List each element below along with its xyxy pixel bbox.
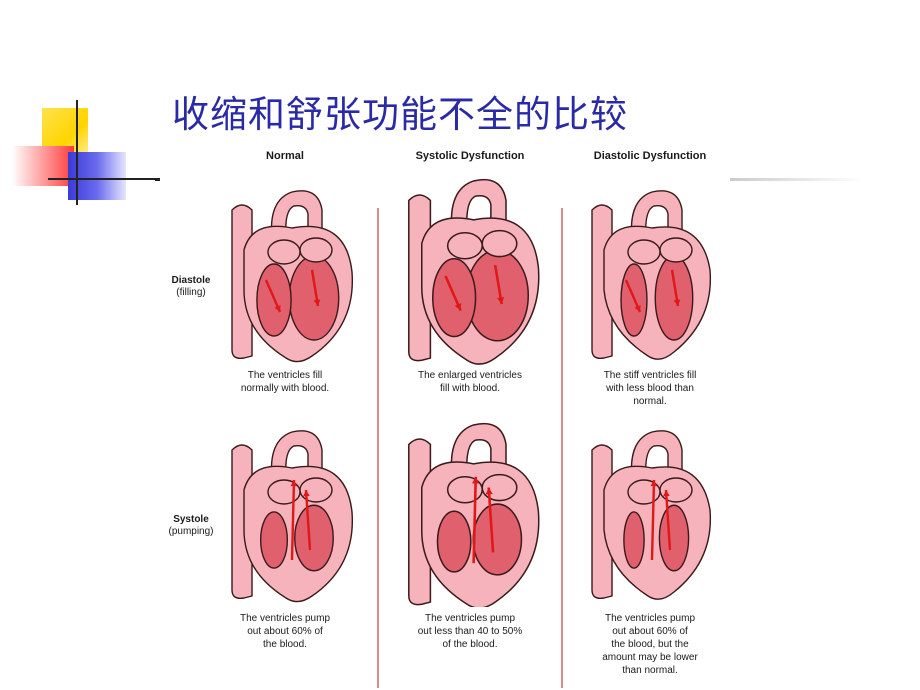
slide-title: 收缩和舒张功能不全的比较 — [172, 93, 628, 136]
column-divider-2 — [561, 208, 563, 688]
heart-diastolic-systole — [591, 430, 712, 600]
blood-flow-arrow-head — [650, 480, 658, 487]
left-ventricle-shape — [658, 504, 690, 572]
blood-flow-arrow-line — [290, 479, 296, 561]
ornament-vertical-line — [76, 100, 78, 205]
column-header-systolic: Systolic Dysfunction — [415, 150, 525, 162]
left-atrium-shape — [481, 229, 518, 258]
heart-systolic-systole — [408, 422, 540, 607]
row-label-diastole-title: Diastole — [171, 275, 211, 286]
row-label-systole-title: Systole — [173, 514, 209, 525]
ornament-red-square — [12, 146, 74, 186]
ornament-horizontal-line — [48, 178, 156, 180]
right-atrium-shape — [446, 232, 483, 260]
row-label-diastole: Diastole (filling) — [160, 275, 222, 299]
left-ventricle-shape — [654, 255, 694, 341]
right-ventricle-shape — [623, 511, 645, 569]
left-atrium-shape — [659, 237, 693, 263]
row-label-diastole-sub: (filling) — [176, 287, 206, 298]
row-label-systole: Systole (pumping) — [160, 514, 222, 538]
blood-flow-arrow-head — [673, 299, 681, 306]
right-atrium-shape — [267, 239, 301, 265]
left-ventricle-shape — [472, 503, 523, 576]
column-divider-1 — [377, 208, 379, 688]
heart-normal-diastole — [231, 190, 354, 363]
blood-flow-arrow-head — [471, 476, 480, 484]
left-atrium-shape — [659, 477, 693, 503]
left-atrium-shape — [299, 477, 333, 503]
heart-diastolic-diastole — [591, 190, 712, 360]
blood-flow-arrow-head — [634, 305, 641, 312]
blood-flow-arrow-line — [472, 476, 478, 564]
left-ventricle-shape — [294, 504, 334, 572]
row-label-systole-sub: (pumping) — [168, 526, 214, 537]
blood-flow-arrow-line — [304, 489, 312, 551]
heart-systolic-diastole — [408, 178, 540, 365]
left-atrium-shape — [299, 237, 333, 263]
column-header-diastolic: Diastolic Dysfunction — [593, 150, 707, 162]
blood-flow-arrow-head — [303, 490, 310, 497]
heart-comparison-diagram: Normal Systolic Dysfunction Diastolic Dy… — [160, 140, 730, 688]
blood-flow-arrow-line — [664, 489, 672, 551]
blood-flow-arrow-head — [274, 305, 281, 312]
left-atrium-shape — [481, 473, 518, 502]
blood-flow-arrow-line — [487, 487, 495, 553]
heart-normal-systole — [231, 430, 354, 603]
blood-flow-arrow-head — [313, 299, 321, 306]
column-header-normal: Normal — [266, 150, 304, 162]
blood-flow-arrow-head — [290, 480, 298, 487]
blood-flow-arrow-line — [650, 479, 656, 561]
blood-flow-arrow-head — [485, 487, 493, 495]
left-ventricle-shape — [288, 255, 340, 341]
blood-flow-arrow-head — [663, 490, 670, 497]
right-atrium-shape — [627, 239, 661, 265]
blood-flow-arrow-head — [454, 303, 462, 311]
corner-ornament — [0, 0, 170, 210]
right-ventricle-shape — [436, 510, 472, 573]
blood-flow-arrow-head — [497, 296, 505, 305]
right-ventricle-shape — [259, 511, 289, 569]
